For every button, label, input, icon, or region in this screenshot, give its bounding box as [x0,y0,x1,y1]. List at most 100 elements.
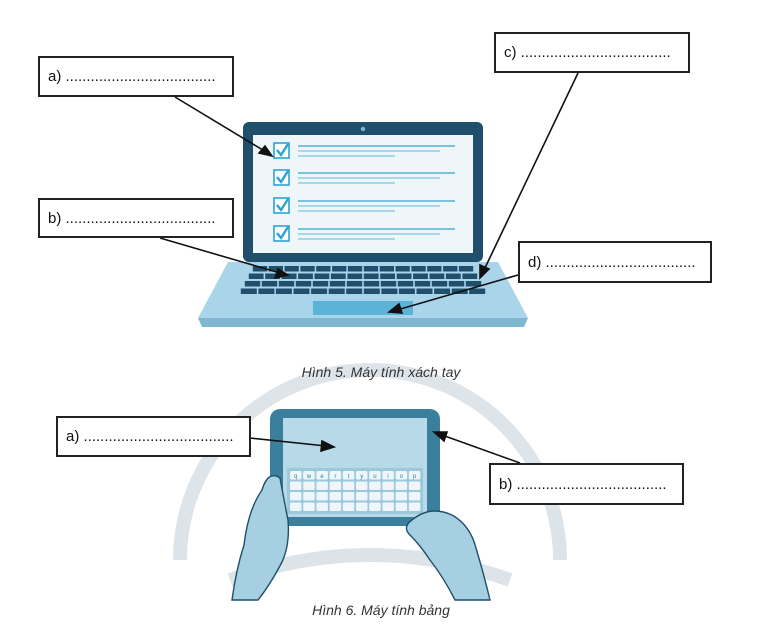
tablet-key [342,492,355,501]
laptop-camera [360,126,366,132]
figure6-arrows [249,431,521,464]
laptop-key [469,288,486,294]
laptop-key [397,281,414,287]
laptop-key [396,273,412,279]
tablet-key [356,481,368,490]
laptop-key [265,273,280,279]
tablet-key-label: r [334,474,336,480]
figure6-caption: Hình 6. Máy tính bảng [312,602,450,618]
arrow-b-tablet [431,431,521,464]
left-hand [231,475,290,601]
laptop-key [363,273,379,279]
laptop-key [398,288,415,294]
tablet-key [290,481,302,490]
label-a-laptop[interactable]: a) .................................... [38,56,234,97]
tablet-key-label: i [387,474,388,480]
laptop-key [429,273,445,279]
laptop-key [381,288,398,294]
tablet-key-label: t [348,474,350,480]
laptop-key [465,281,482,287]
laptop-key [380,273,395,279]
tablet-key [303,481,315,490]
laptop-key [278,281,295,287]
laptop-key [252,266,268,272]
laptop-key [395,266,410,272]
label-a-tablet[interactable]: a) .................................... [56,416,251,457]
laptop-key [300,266,315,272]
right-hand [405,510,491,601]
laptop-key [431,281,448,287]
laptop-key [443,266,458,272]
tablet-key [303,502,315,511]
laptop-base-edge [198,318,528,327]
laptop-key [462,273,478,279]
tablet-key-label: y [360,474,363,480]
tablet-key-label: o [400,474,404,480]
laptop-key [328,288,345,294]
label-b-laptop[interactable]: b) .................................... [38,198,234,238]
tablet-key [382,481,394,490]
tablet-key [329,492,342,501]
laptop-key [416,288,433,294]
laptop-key [244,281,261,287]
laptop-key [240,288,257,294]
laptop-key [346,288,363,294]
tablet-key [382,502,394,511]
label-b-tablet[interactable]: b) .................................... [489,463,684,505]
laptop-key [380,281,397,287]
tablet-key [408,502,421,511]
tablet-key [356,471,368,480]
laptop-key [284,266,299,272]
checklist-row [273,169,455,186]
tablet-key [382,471,394,480]
laptop-key [248,273,264,279]
tablet-key [316,492,328,501]
tablet-key [329,481,342,490]
tablet-key [316,481,328,490]
tablet-key [303,492,315,501]
laptop-key [445,273,461,279]
tablet-key [342,502,355,511]
laptop-key [458,266,474,272]
figure5-caption: Hình 5. Máy tính xách tay [301,364,461,380]
tablet-key [303,471,315,480]
tablet-key [316,502,328,511]
tablet-key [316,471,328,480]
laptop-key [363,288,380,294]
laptop-key [346,281,363,287]
laptop-key [414,281,431,287]
label-d-laptop[interactable]: d) .................................... [518,241,712,283]
tablet-key [382,492,394,501]
figure5-arrows [159,72,579,314]
tablet-key [395,492,408,501]
tablet-key [356,492,368,501]
laptop-key [312,281,329,287]
laptop-key [379,266,394,272]
laptop-key [347,266,363,272]
laptop-illustration [198,122,528,327]
tablet-key [342,481,355,490]
checklist-row [273,197,455,214]
tablet-key [356,502,368,511]
laptop-key [311,288,328,294]
tablet-key [342,471,355,480]
laptop-key [261,281,278,287]
arrow-c-laptop [479,72,579,280]
laptop-key [330,273,346,279]
laptop-key [448,281,465,287]
laptop-keyboard [240,266,486,294]
checklist-row [273,225,455,242]
laptop-key [427,266,442,272]
tablet-key [369,481,381,490]
laptop-key [293,288,310,294]
laptop-key [413,273,428,279]
laptop-key [347,273,363,279]
laptop-key [363,266,379,272]
label-c-laptop[interactable]: c) .................................... [494,32,690,73]
tablet-key [369,492,381,501]
arrow-d-laptop [386,274,519,314]
tablet-key-label: e [320,474,324,480]
